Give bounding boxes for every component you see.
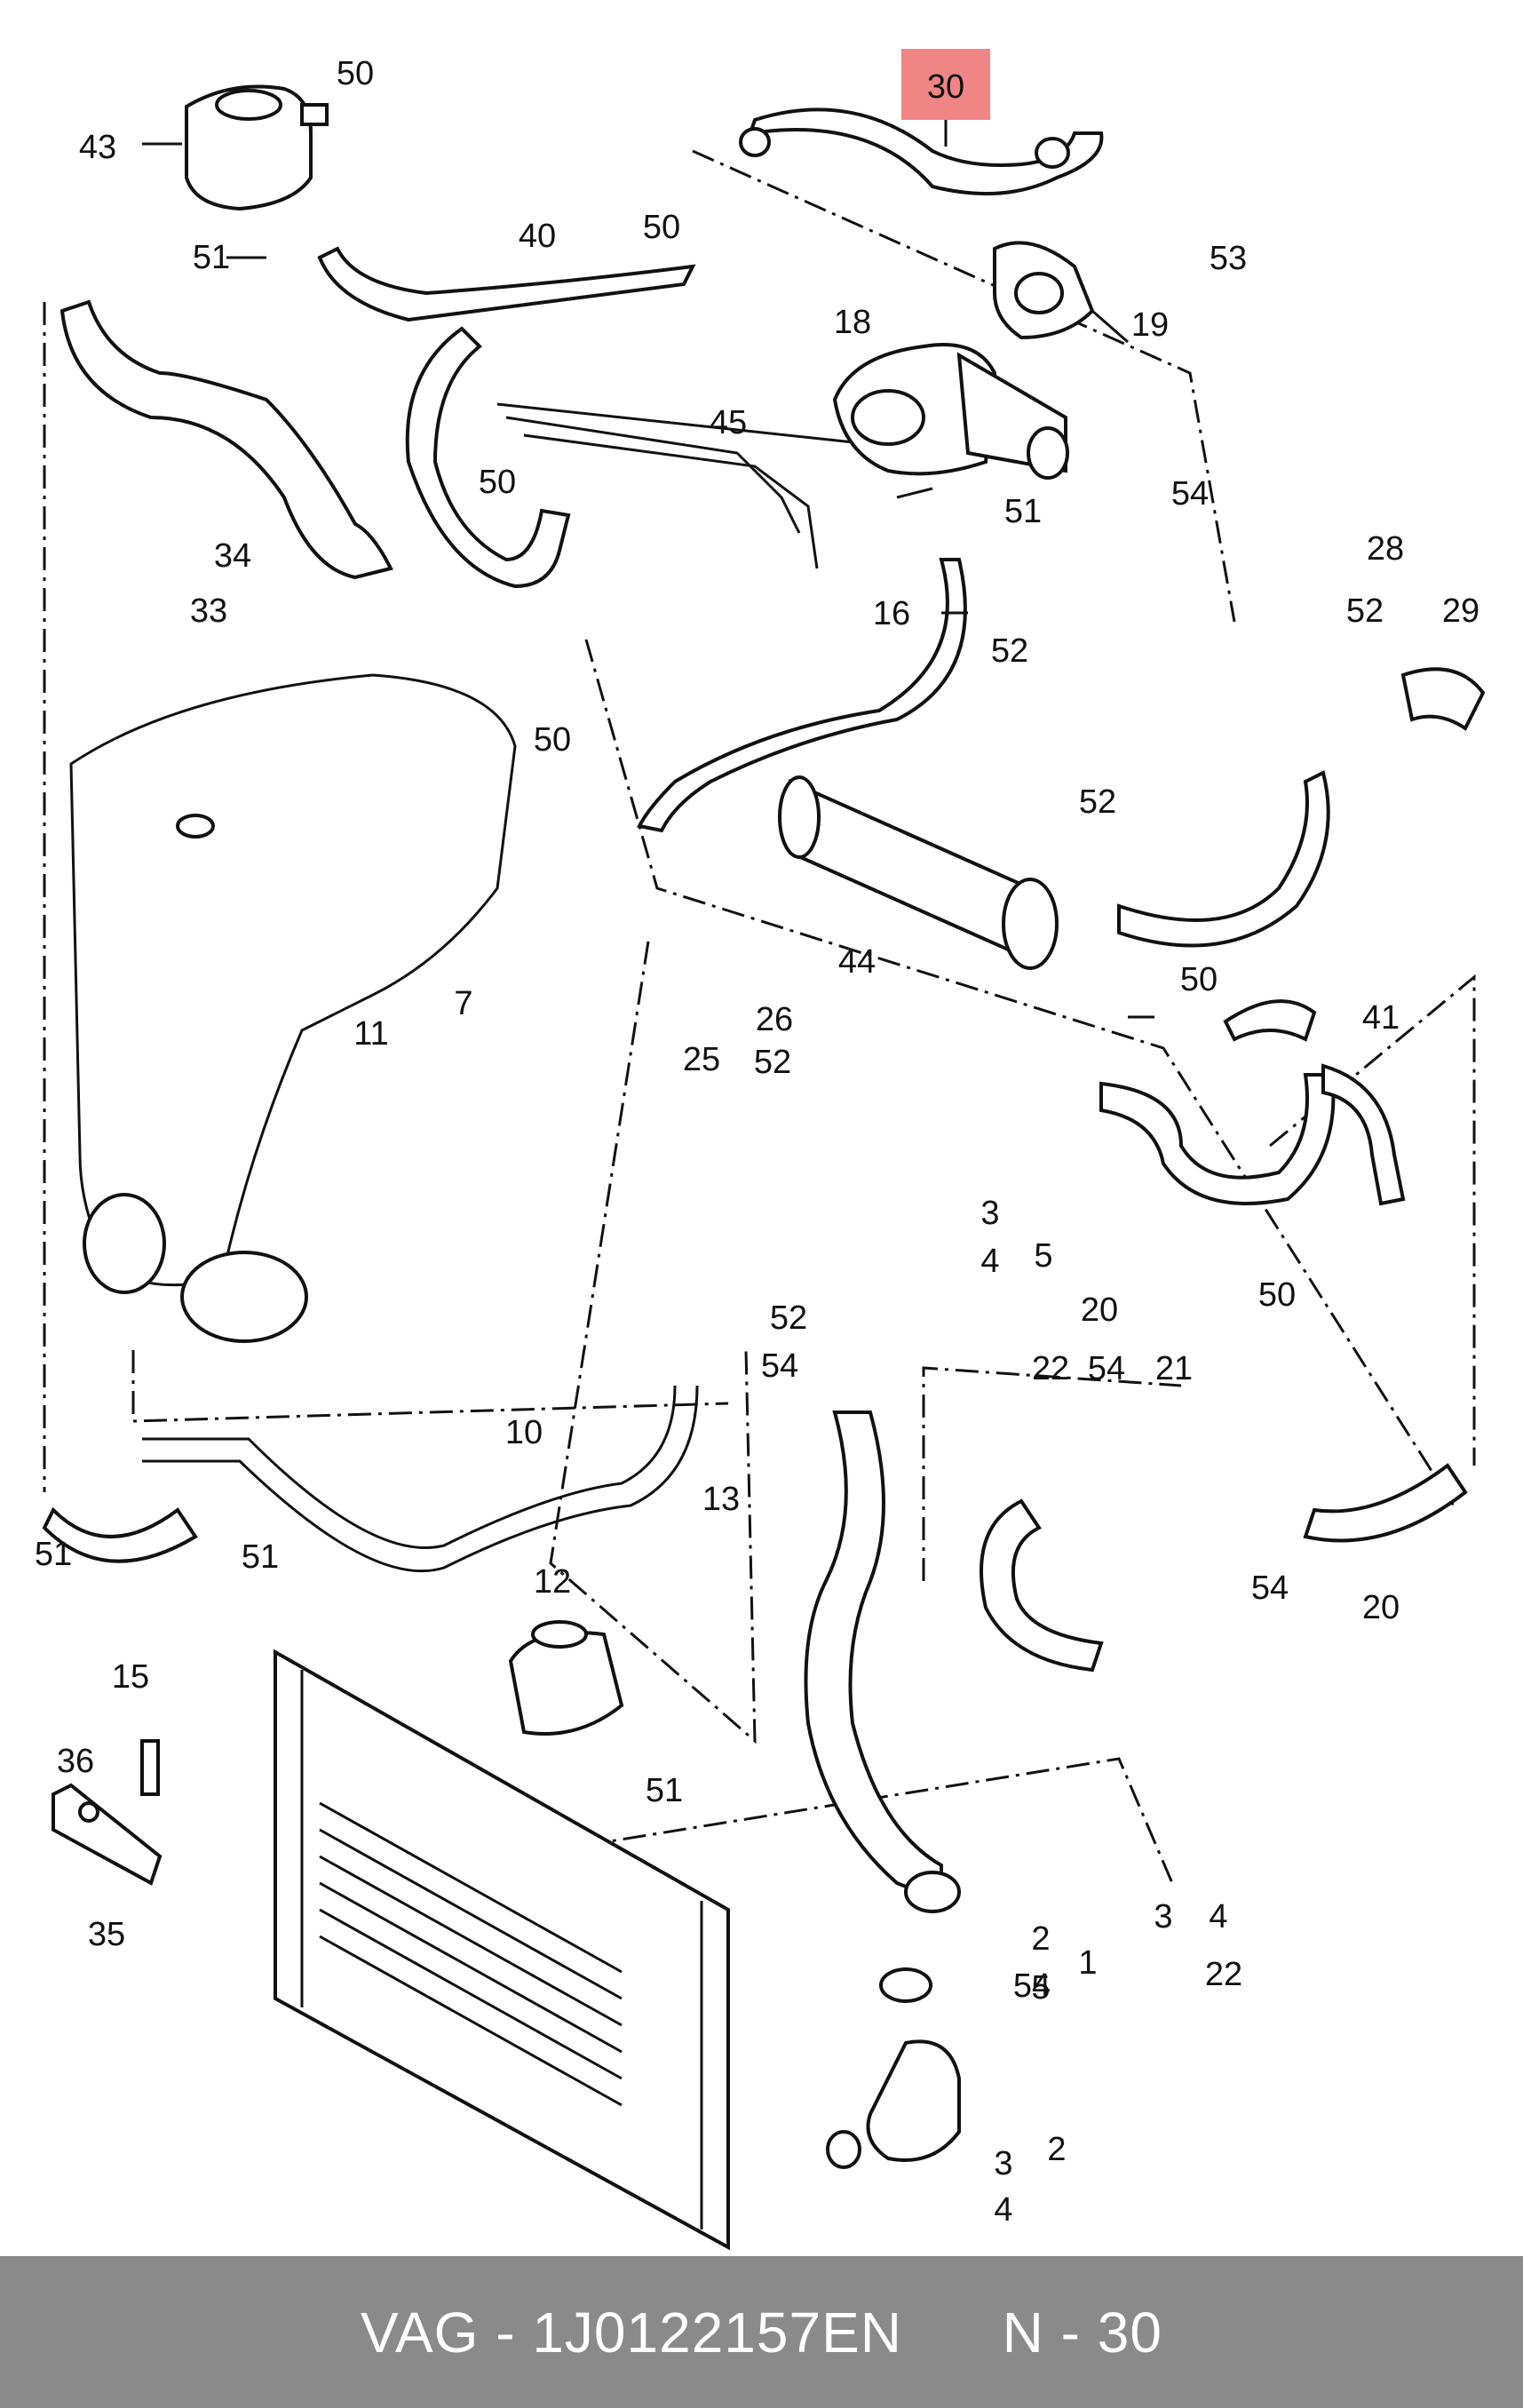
callout-52: 52 xyxy=(1346,592,1384,630)
coolant-flange-18 xyxy=(832,343,1069,480)
callout-2: 2 xyxy=(1031,1920,1050,1958)
callout-1: 1 xyxy=(1078,1944,1097,1982)
callout-3: 3 xyxy=(1154,1898,1172,1935)
callout-54: 54 xyxy=(1088,1350,1125,1387)
callout-34: 34 xyxy=(214,537,251,575)
callout-44: 44 xyxy=(838,943,876,981)
callout-18: 18 xyxy=(834,304,871,341)
callout-28: 28 xyxy=(1367,530,1404,568)
callout-11: 11 xyxy=(353,1015,388,1053)
callout-50: 50 xyxy=(1258,1276,1296,1314)
oil-cooler-44 xyxy=(778,775,1059,970)
coolant-pipe-10 xyxy=(42,1385,699,1573)
bracket-35 xyxy=(52,1739,163,1886)
hose-22 xyxy=(980,1463,1468,1673)
hose-30 xyxy=(739,107,1104,195)
hose-41 xyxy=(1099,999,1406,1206)
expansion-tank xyxy=(185,84,329,211)
dashed-leader-lines xyxy=(43,149,1476,1884)
callout-7: 7 xyxy=(454,985,472,1022)
callout-40: 40 xyxy=(519,218,556,255)
thermostat-housing-19 xyxy=(993,241,1095,340)
callout-21: 21 xyxy=(1155,1350,1193,1387)
callout-41: 41 xyxy=(1362,999,1400,1037)
callout-30-highlight xyxy=(901,49,990,120)
callout-54: 54 xyxy=(1251,1570,1289,1607)
lower-elbow-2 xyxy=(826,1967,961,2169)
engine-block xyxy=(69,673,517,1343)
callout-10: 10 xyxy=(505,1414,543,1451)
callout-3: 3 xyxy=(980,1195,999,1232)
callout-labels: 30 43 50 51 40 50 53 18 19 45 50 51 54 3… xyxy=(35,49,1479,2229)
connector-pipe-45 xyxy=(496,402,871,569)
callout-29: 29 xyxy=(1442,592,1479,630)
callout-20: 20 xyxy=(1081,1291,1118,1329)
callout-51: 51 xyxy=(646,1772,683,1809)
hose-16 xyxy=(637,558,967,833)
callout-50: 50 xyxy=(479,464,516,501)
footer-brand: VAG xyxy=(361,2300,480,2364)
callout-12: 12 xyxy=(534,1563,571,1601)
footer-part-number: 1J0122157EN xyxy=(532,2300,902,2364)
callout-53: 53 xyxy=(1210,240,1247,277)
callout-54: 54 xyxy=(1171,475,1209,513)
callout-16: 16 xyxy=(873,595,910,632)
callout-5: 5 xyxy=(1034,1237,1052,1275)
callout-50: 50 xyxy=(337,55,374,92)
callout-22: 22 xyxy=(1032,1350,1069,1387)
footer-position-label: N - 30 xyxy=(1002,2300,1162,2364)
callout-50: 50 xyxy=(1180,961,1218,998)
callout-50: 50 xyxy=(643,209,680,246)
callout-19: 19 xyxy=(1131,306,1169,344)
callout-52: 52 xyxy=(754,1044,791,1081)
callout-52: 52 xyxy=(770,1299,807,1337)
callout-22: 22 xyxy=(1205,1956,1242,1993)
cooling-system-exploded-diagram: 30 43 50 51 40 50 53 18 19 45 50 51 54 3… xyxy=(35,49,1486,2251)
callout-3: 3 xyxy=(994,2145,1012,2182)
callout-51: 51 xyxy=(193,239,230,276)
callout-54: 54 xyxy=(761,1347,798,1385)
callout-26: 26 xyxy=(756,1001,793,1038)
callout-4: 4 xyxy=(1209,1898,1227,1935)
callout-2: 2 xyxy=(1047,2131,1066,2168)
radiator-fins xyxy=(319,1801,623,2107)
callout-15: 15 xyxy=(112,1658,149,1696)
callout-5: 5 xyxy=(1031,1969,1050,2007)
small-reservoir xyxy=(508,1620,624,1736)
callout-35: 35 xyxy=(88,1916,125,1953)
callout-25: 25 xyxy=(683,1041,720,1078)
part-number-footer: VAG - 1J0122157EN N - 30 xyxy=(0,2256,1523,2408)
callout-36: 36 xyxy=(57,1743,94,1780)
callout-52: 52 xyxy=(991,632,1028,670)
footer-separator: - xyxy=(479,2300,533,2364)
callout-33: 33 xyxy=(190,592,227,630)
callout-51: 51 xyxy=(1004,493,1042,530)
callout-20: 20 xyxy=(1362,1589,1400,1626)
callout-45: 45 xyxy=(710,404,747,441)
callout-54: 54 xyxy=(1013,1967,1051,2005)
callout-50: 50 xyxy=(534,721,571,759)
callout-13: 13 xyxy=(702,1481,740,1518)
callout-43: 43 xyxy=(79,129,116,166)
callout-4: 4 xyxy=(994,2191,1012,2229)
callout-51: 51 xyxy=(242,1538,279,1576)
lower-hose-1 xyxy=(804,1411,961,1913)
radiator xyxy=(274,1649,730,2251)
callout-30: 30 xyxy=(927,68,964,106)
callout-51: 51 xyxy=(35,1536,72,1573)
callout-4: 4 xyxy=(980,1243,999,1280)
callout-52: 52 xyxy=(1079,783,1116,821)
hose-28 xyxy=(1117,667,1486,948)
hoses-left-top xyxy=(59,246,696,589)
footer-spacer xyxy=(902,2300,1003,2365)
